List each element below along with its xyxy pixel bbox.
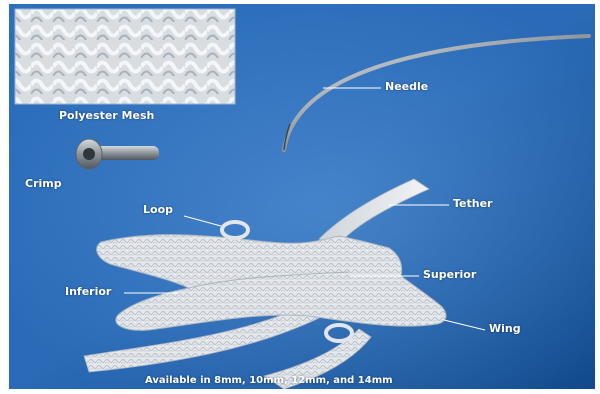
sizes-caption: Available in 8mm, 10mm, 12mm, and 14mm [145, 375, 393, 386]
loop-label: Loop [143, 203, 173, 216]
superior-label: Superior [423, 268, 476, 281]
polyester-mesh-label: Polyester Mesh [59, 109, 154, 122]
polyester-mesh-swatch [15, 9, 235, 104]
product-illustration: Polyester Mesh Needle Crimp Tether Loop … [9, 4, 595, 389]
needle-label: Needle [385, 80, 428, 93]
tether-label: Tether [453, 197, 492, 210]
wing-label: Wing [489, 322, 521, 335]
inferior-label: Inferior [65, 285, 111, 298]
crimp-label: Crimp [25, 177, 62, 190]
